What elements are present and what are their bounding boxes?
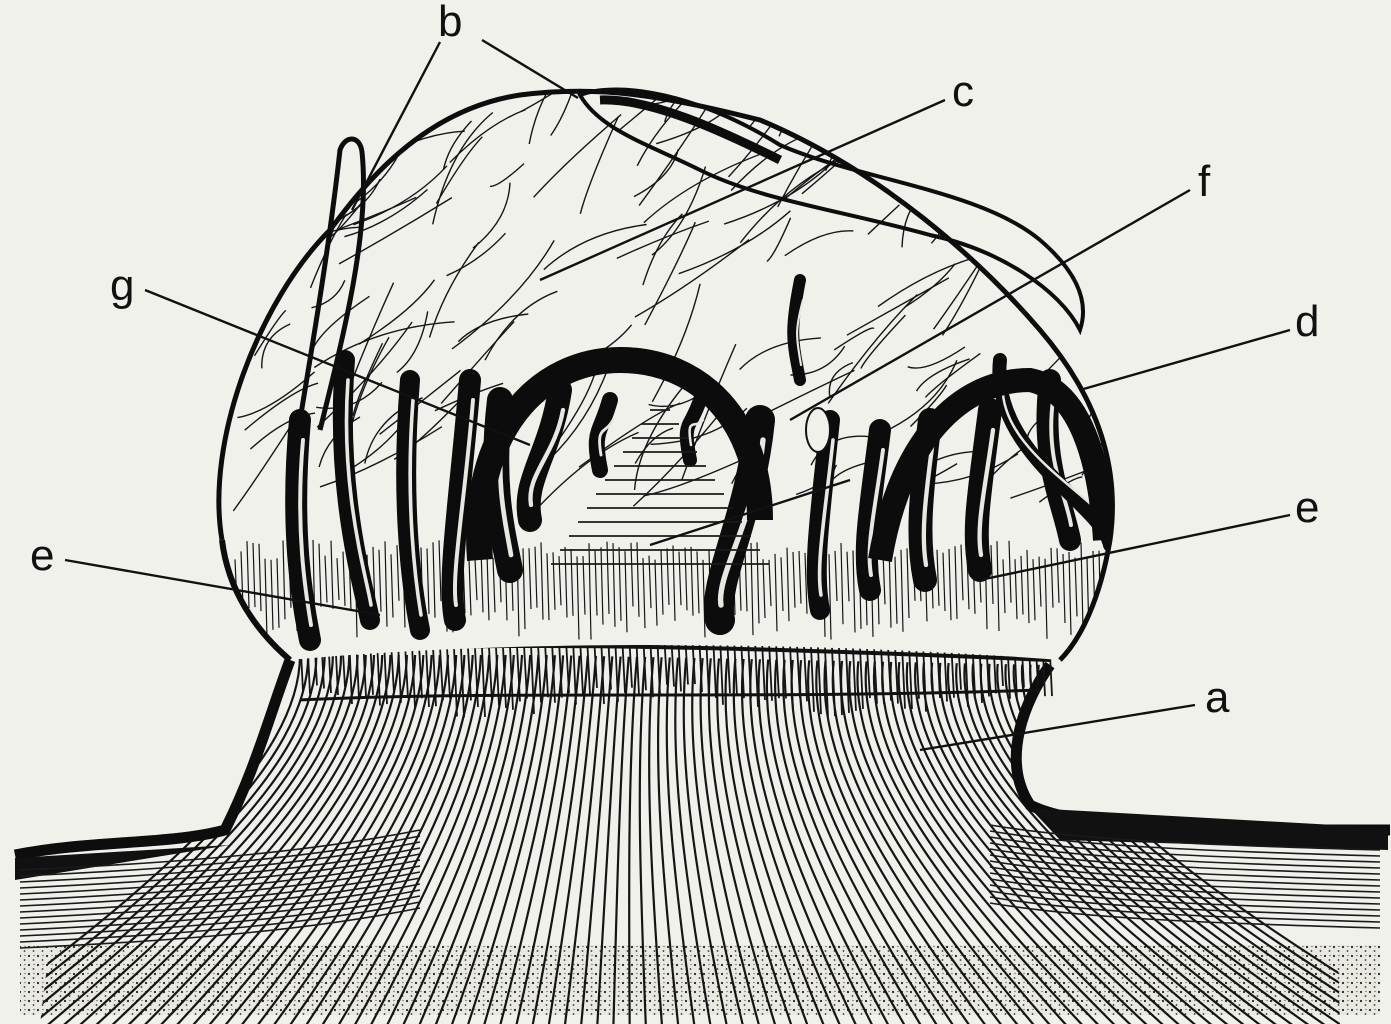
- band-hatch: [811, 647, 814, 712]
- cap-fiber-stroke: [305, 91, 358, 168]
- label-g: g: [110, 261, 134, 310]
- cap-fiber-stroke: [899, 146, 965, 188]
- label-e-left: e: [30, 531, 54, 580]
- cap-fiber-stroke: [323, 18, 395, 126]
- cap-fiber-stroke: [322, 78, 374, 107]
- cap-fiber-stroke: [1029, 113, 1153, 183]
- cap-fiber-stroke: [230, 220, 263, 304]
- cap-fiber-stroke: [293, 155, 335, 193]
- label-e-right: e: [1295, 483, 1319, 532]
- leader-d: [1080, 330, 1290, 390]
- cap-interior: [200, 0, 1202, 680]
- cap-fiber-stroke: [1086, 16, 1141, 135]
- capsule-f: [806, 408, 830, 452]
- cap-fiber-stroke: [1012, 189, 1049, 245]
- label-d: d: [1295, 297, 1319, 346]
- cap-fiber-stroke: [779, 61, 817, 136]
- cap-fiber-stroke: [253, 166, 319, 189]
- leader-b-right: [482, 40, 578, 98]
- stalk-right-outline: [1016, 665, 1390, 830]
- cap-fiber-stroke: [297, 91, 322, 146]
- band-hatch: [804, 646, 807, 701]
- band-hatch: [524, 645, 527, 698]
- label-f: f: [1198, 157, 1211, 206]
- cap-fiber-stroke: [302, 66, 391, 109]
- cap-fiber-stroke: [978, 98, 1019, 114]
- cap-fiber-stroke: [247, 206, 289, 243]
- label-a: a: [1205, 673, 1230, 722]
- label-c: c: [952, 67, 974, 116]
- cap-fiber-stroke: [377, 62, 504, 102]
- cap-fiber-stroke: [843, 0, 898, 109]
- cap-fiber-stroke: [348, 56, 460, 106]
- cap-fiber-stroke: [961, 118, 1014, 175]
- band-hatch: [489, 648, 492, 702]
- cap-fiber-stroke: [1088, 125, 1108, 175]
- cap-fiber-stroke: [1036, 83, 1134, 149]
- cap-fiber-stroke: [303, 80, 339, 128]
- cap-fiber-stroke: [1093, 276, 1131, 294]
- cap-fiber-stroke: [922, 176, 1027, 217]
- cap-fiber-stroke: [1097, 319, 1190, 373]
- cap-fiber-stroke: [246, 153, 315, 176]
- cap-fiber-stroke: [263, 16, 373, 115]
- cap-fiber-stroke: [1022, 73, 1068, 144]
- band-hatch: [860, 648, 863, 709]
- cap-fiber-stroke: [1065, 150, 1178, 228]
- cap-fiber-stroke: [1066, 42, 1112, 101]
- cap-fiber-stroke: [934, 134, 982, 157]
- band-hatch: [853, 648, 856, 711]
- cap-fiber-stroke: [1092, 210, 1203, 255]
- cap-fiber-stroke: [306, 160, 353, 189]
- band-hatch: [440, 647, 443, 701]
- band-hatch: [867, 648, 870, 699]
- label-b: b: [438, 0, 462, 46]
